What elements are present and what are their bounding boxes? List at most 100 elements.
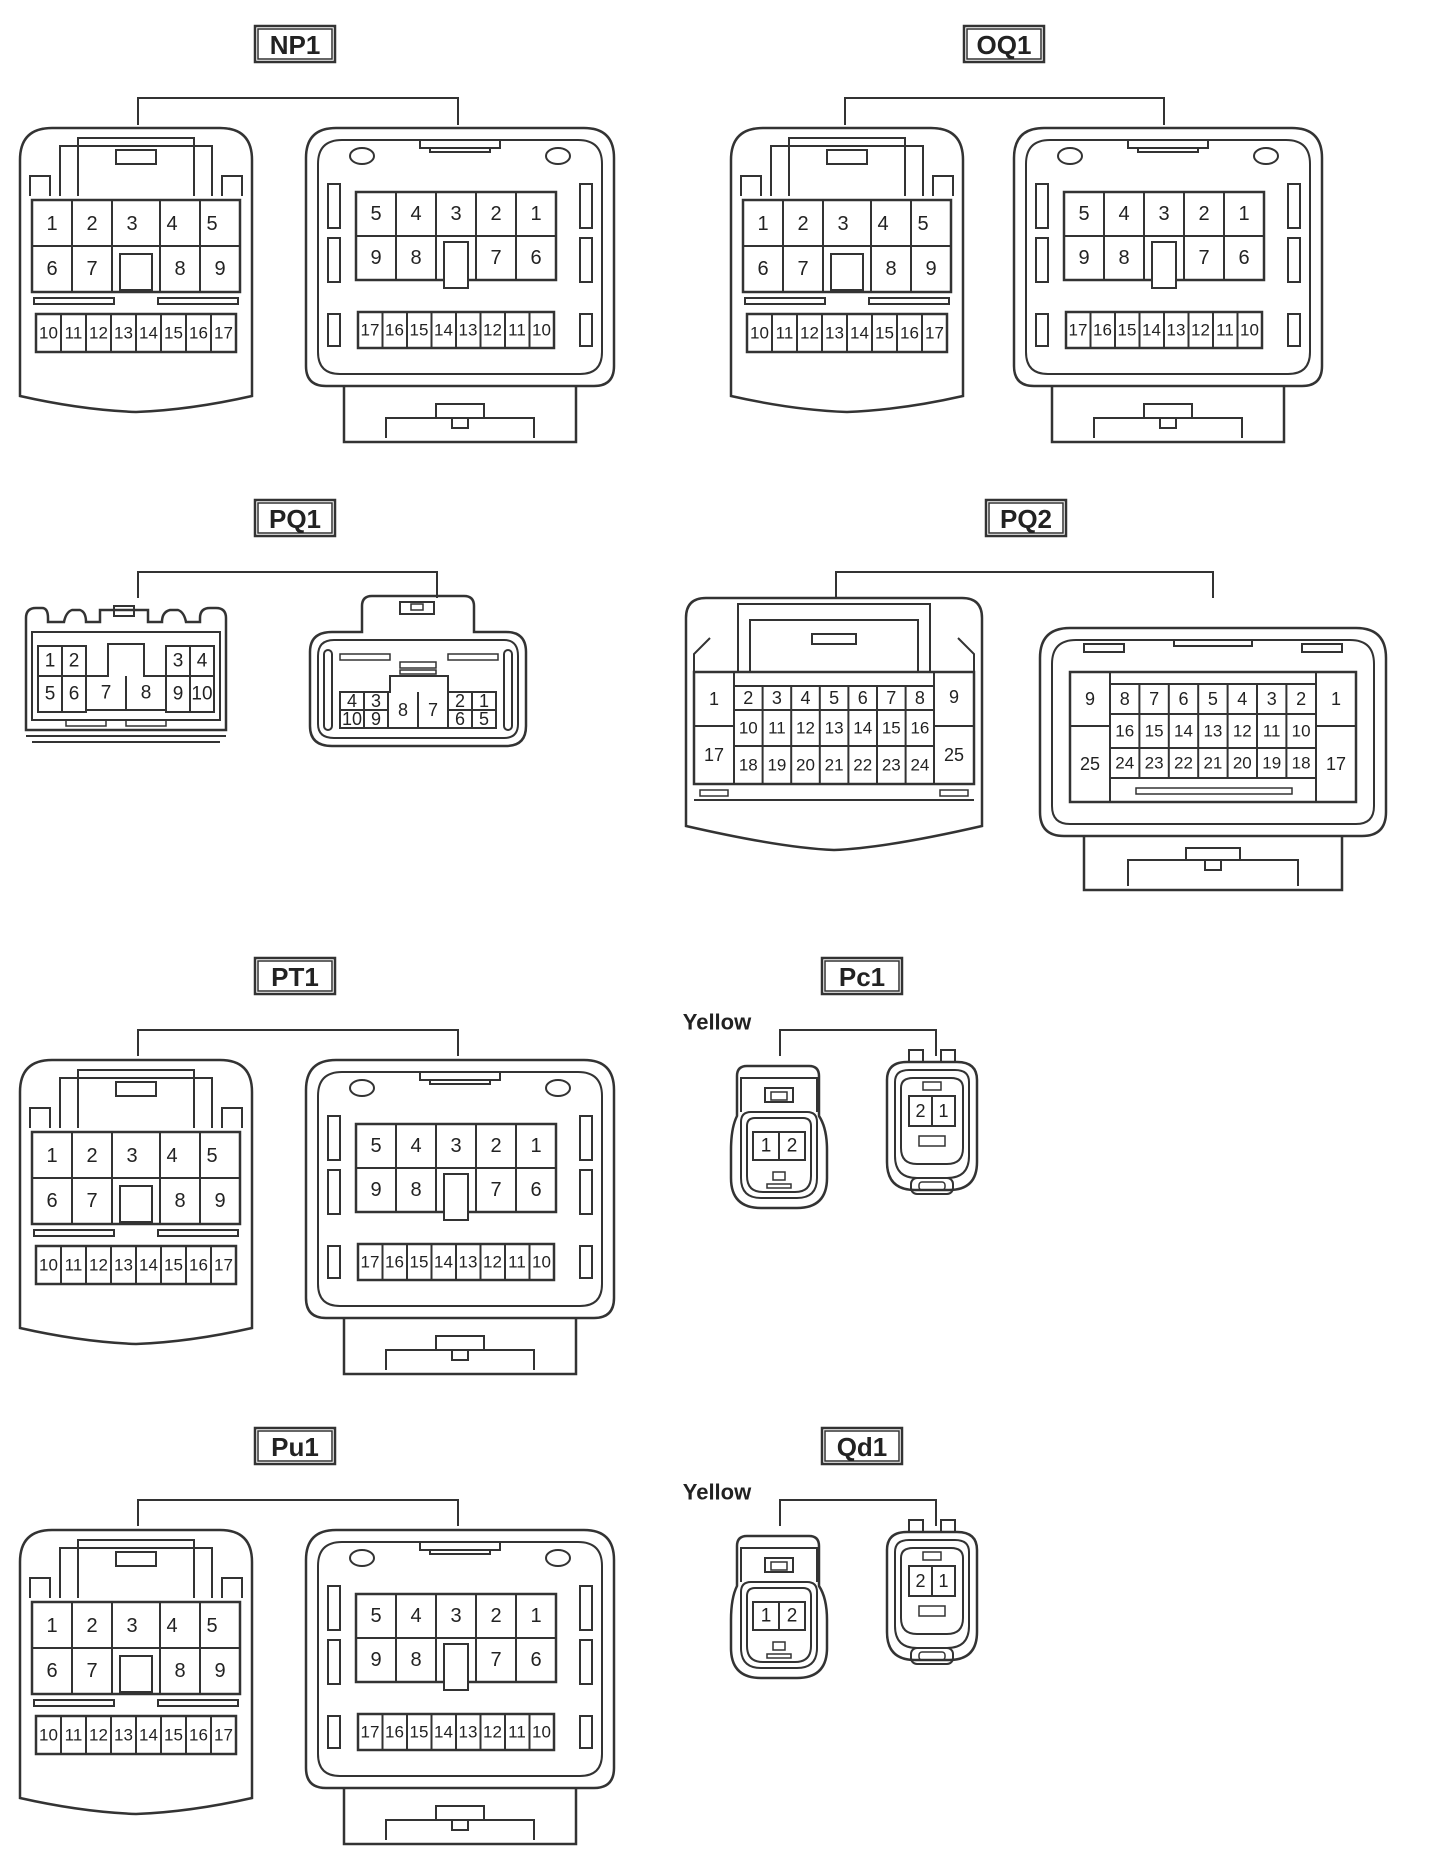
connector-title: OQ1 [977, 30, 1032, 60]
pin-label: 1 [761, 1136, 772, 1157]
pin-label: 17 [361, 1253, 380, 1272]
pin-label: 3 [1158, 203, 1169, 225]
pin-label: 2 [787, 1136, 798, 1157]
pin-label: 9 [214, 1660, 225, 1682]
title-box-inner [257, 1430, 333, 1462]
pin-label: 7 [797, 258, 808, 280]
pin-label: 18 [1292, 754, 1311, 773]
pin-label: 10 [739, 719, 758, 738]
pin-label: 21 [825, 756, 844, 775]
pin-label: 7 [490, 1179, 501, 1201]
pin-label: 10 [532, 1723, 551, 1742]
pin-label: 1 [530, 203, 541, 225]
connector-group-oq1: OQ1 [844, 24, 1165, 125]
pin-label: 12 [483, 1253, 502, 1272]
bracket [137, 97, 459, 125]
pin-label: 2 [490, 1135, 501, 1157]
pin-label: 4 [877, 213, 888, 235]
pin-label: 8 [410, 247, 421, 269]
title-box [820, 1426, 904, 1466]
pin-label: 16 [385, 321, 404, 340]
pin-label: 1 [709, 689, 719, 709]
pin-label: 16 [1115, 722, 1134, 741]
pin-label: 10 [1240, 321, 1259, 340]
pin-label: 17 [704, 745, 724, 765]
pin-label: 22 [1174, 754, 1193, 773]
title-box-inner [257, 960, 333, 992]
pin-label: 16 [385, 1253, 404, 1272]
pin-label: 6 [530, 1649, 541, 1671]
pin-label: 4 [1237, 689, 1247, 709]
title-box-inner [966, 28, 1042, 60]
bracket [844, 97, 1165, 125]
pin-label: 7 [101, 683, 112, 704]
pin-label: 15 [410, 1253, 429, 1272]
pin-label: 23 [882, 756, 901, 775]
pin-label: 22 [853, 756, 872, 775]
pin-label: 13 [1167, 321, 1186, 340]
connector-group-pq2: PQ2 [835, 498, 1214, 598]
bracket [779, 1029, 937, 1056]
title-box-inner [257, 28, 333, 60]
pin-label: 19 [1262, 754, 1281, 773]
pin-label: 25 [1080, 754, 1100, 774]
pin-label: 2 [86, 1615, 97, 1637]
pin-label: 5 [1208, 689, 1218, 709]
pin-label: 15 [882, 719, 901, 738]
pin-label: 11 [508, 1723, 526, 1742]
pin-label: 16 [1093, 321, 1112, 340]
bracket [137, 571, 438, 598]
color-label: Yellow [683, 1480, 752, 1505]
title-box-inner [257, 502, 333, 534]
pin-label: 7 [86, 1660, 97, 1682]
pin-label: 5 [206, 213, 217, 235]
pin-label: 11 [1216, 321, 1234, 340]
pin-label: 6 [858, 688, 868, 708]
connector-right [304, 1528, 616, 1846]
connector-group-pq1: PQ1 [137, 498, 438, 598]
pin-label: 17 [214, 1726, 233, 1745]
pin-label: 9 [1085, 689, 1095, 709]
title-box [253, 956, 337, 996]
pin-label: 11 [508, 1253, 526, 1272]
pin-label: 10 [1292, 722, 1311, 741]
title-box [253, 24, 337, 64]
pin-label: 12 [796, 719, 815, 738]
connector-right [304, 1058, 616, 1376]
pin-label: 9 [370, 1649, 381, 1671]
pin-label: 5 [370, 203, 381, 225]
pin-label: 6 [530, 1179, 541, 1201]
pin-label: 16 [189, 1726, 208, 1745]
pin-label: 5 [479, 709, 489, 729]
pin-label: 4 [347, 691, 357, 711]
pin-label: 7 [428, 700, 438, 720]
pin-label: 6 [69, 684, 80, 705]
pin-label: 6 [1178, 689, 1188, 709]
pin-label: 6 [530, 247, 541, 269]
pin-label: 13 [825, 324, 844, 343]
pin-label: 5 [829, 688, 839, 708]
pin-label: 23 [1145, 754, 1164, 773]
pin-label: 14 [434, 321, 453, 340]
pin-label: 10 [750, 324, 769, 343]
pin-label: 14 [434, 1723, 453, 1742]
pin-label: 1 [938, 1101, 948, 1121]
pin-label: 10 [191, 684, 212, 705]
pin-label: 14 [1174, 722, 1193, 741]
title-box [820, 956, 904, 996]
pin-label: 8 [141, 683, 152, 704]
pin-label: 1 [530, 1135, 541, 1157]
pin-label: 17 [214, 1256, 233, 1275]
pin-label: 2 [86, 1145, 97, 1167]
pin-label: 10 [532, 1253, 551, 1272]
pin-label: 14 [1142, 321, 1161, 340]
pin-label: 12 [89, 1256, 108, 1275]
pin-label: 4 [410, 203, 421, 225]
pin-label: 9 [371, 709, 381, 729]
connector-left [729, 1534, 829, 1680]
pin-label: 1 [1331, 689, 1341, 709]
pin-label: 13 [459, 1723, 478, 1742]
pin-label: 12 [1191, 321, 1210, 340]
